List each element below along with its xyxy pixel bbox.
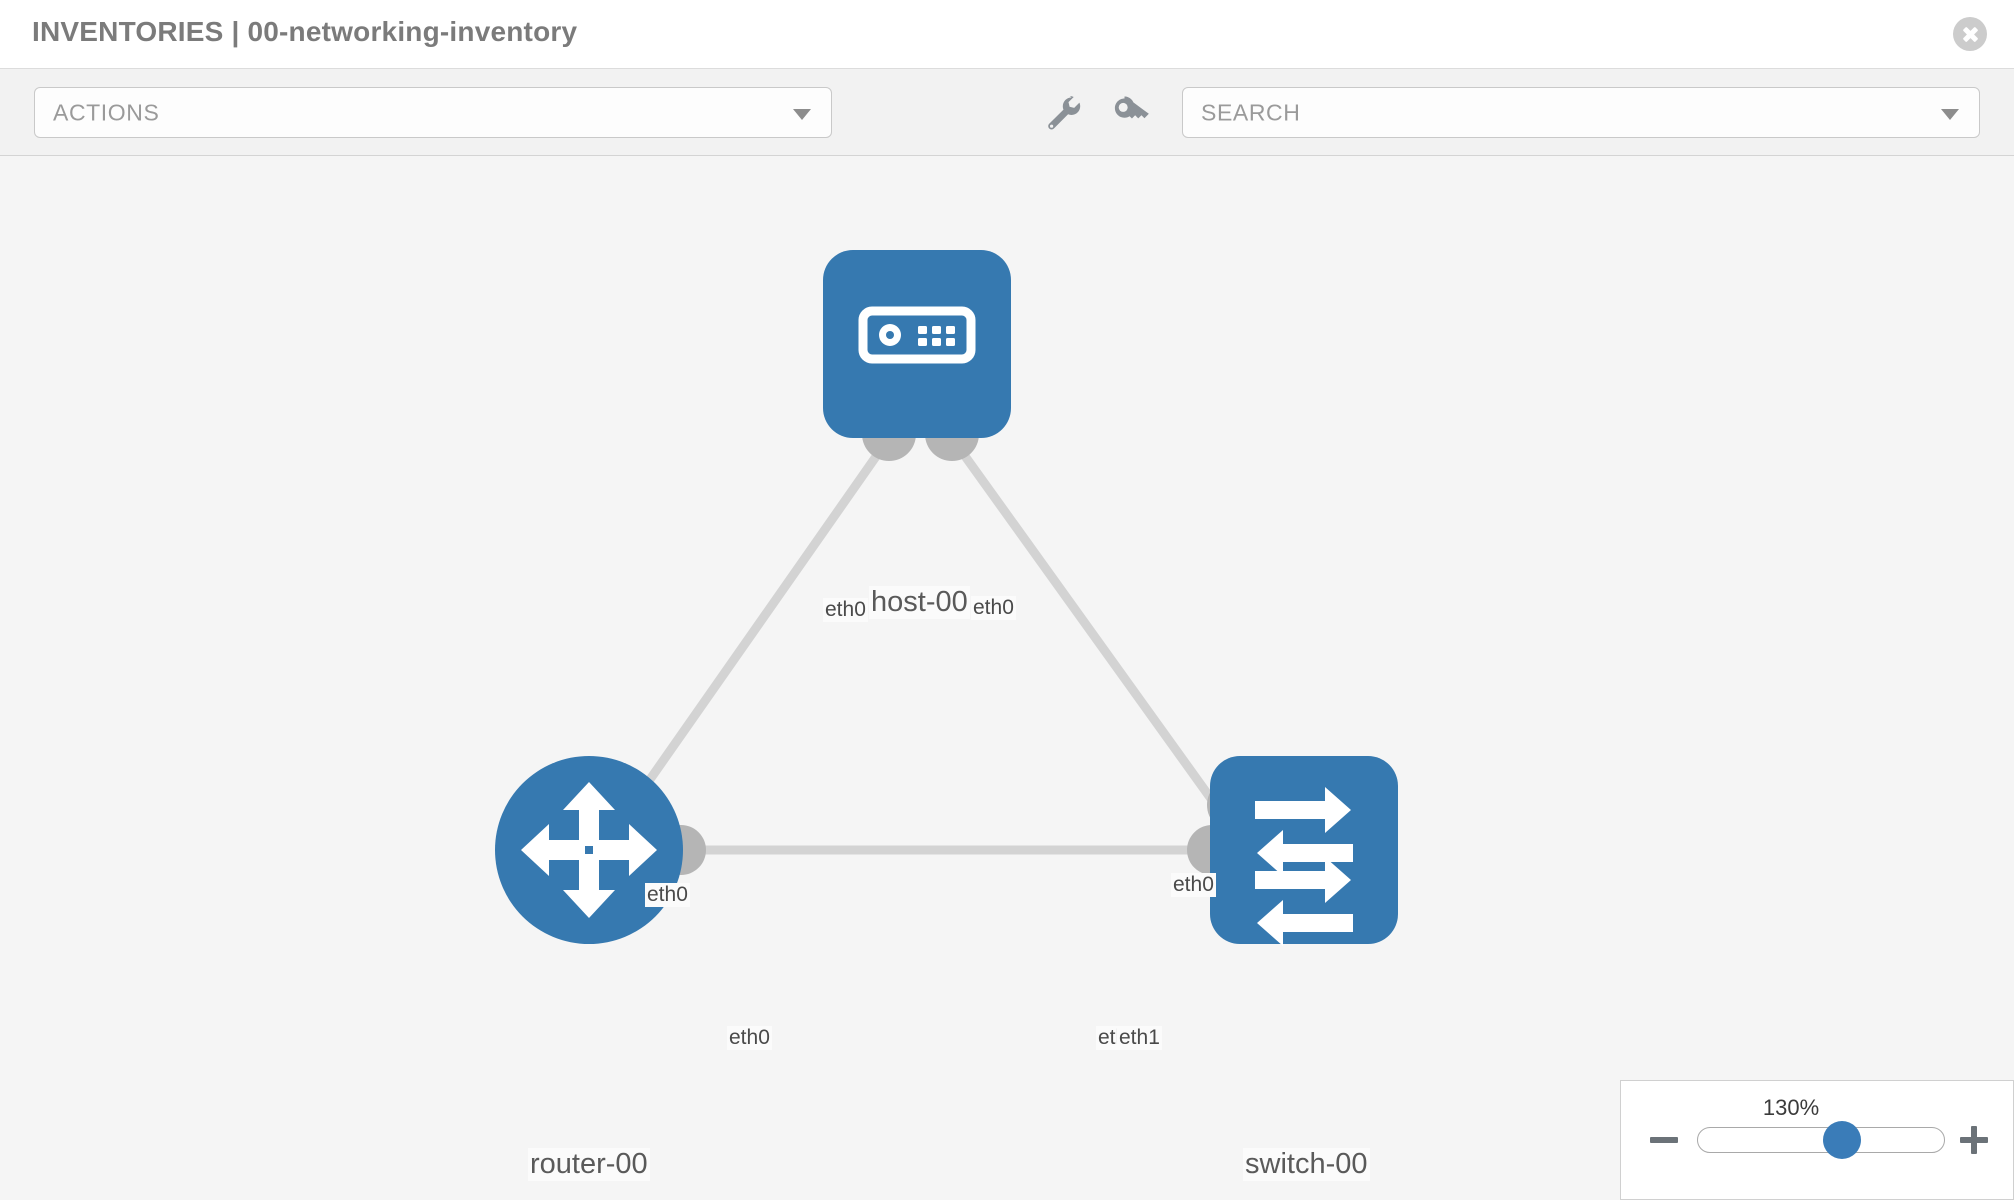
edge-host-switch — [948, 435, 1236, 831]
wrench-icon[interactable] — [1040, 91, 1084, 135]
page-title: INVENTORIES | 00-networking-inventory — [32, 16, 578, 47]
node-label-host-00: host-00 — [869, 586, 970, 619]
minus-icon[interactable] — [1647, 1123, 1681, 1157]
actions-dropdown[interactable]: ACTIONS — [34, 87, 832, 138]
iface-label-router-right: eth0 — [727, 1026, 772, 1050]
toolbar: ACTIONS SEARCH — [0, 68, 2014, 156]
zoom-slider-handle[interactable] — [1823, 1121, 1861, 1159]
close-icon[interactable] — [1953, 17, 1987, 51]
zoom-slider-track[interactable] — [1697, 1127, 1945, 1153]
node-label-router-00: router-00 — [528, 1148, 650, 1181]
topology-edges — [612, 435, 1236, 855]
topology-canvas[interactable]: eth0 eth0 eth0 eth0 eth0 eth0 eth1 host-… — [0, 156, 2014, 1200]
node-label-switch-00: switch-00 — [1243, 1148, 1370, 1181]
search-input[interactable]: SEARCH — [1182, 87, 1980, 138]
node-router-00 — [495, 756, 683, 944]
search-placeholder: SEARCH — [1201, 99, 1301, 125]
zoom-widget: 130% — [1620, 1080, 2014, 1200]
chevron-down-icon — [793, 108, 811, 120]
iface-label-host-right: eth0 — [971, 596, 1016, 620]
node-host-00 — [823, 250, 1011, 438]
iface-label-router-up: eth0 — [645, 883, 690, 907]
key-icon[interactable] — [1108, 91, 1152, 135]
edge-host-router — [612, 435, 893, 831]
node-switch-00 — [1210, 756, 1398, 946]
iface-label-switch-up: eth0 — [1171, 873, 1216, 897]
page-header: INVENTORIES | 00-networking-inventory — [0, 0, 2014, 68]
actions-dropdown-label: ACTIONS — [53, 99, 160, 125]
topology-graph — [495, 250, 1398, 946]
zoom-percent-label: 130% — [1762, 1095, 1820, 1120]
iface-label-host-left: eth0 — [823, 598, 868, 622]
iface-label-switch-eth1: eth1 — [1117, 1026, 1162, 1050]
plus-icon[interactable] — [1957, 1123, 1991, 1157]
chevron-down-icon — [1941, 108, 1959, 120]
